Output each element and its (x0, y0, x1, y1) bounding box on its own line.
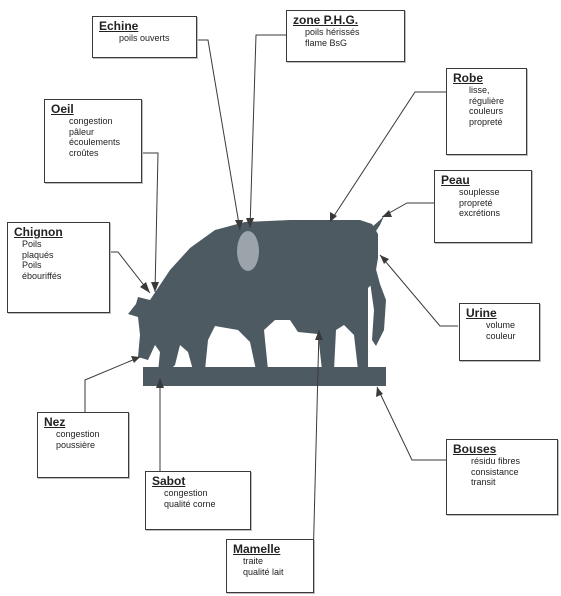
robe-title: Robe (453, 71, 483, 85)
peau-item: souplesse (459, 187, 500, 197)
arrowhead-bouses (376, 387, 383, 397)
bouses-items: résidu fibres consistance transit (447, 456, 557, 491)
leader-chignon (110, 251, 151, 294)
bouses-item: résidu fibres (471, 456, 521, 466)
leader-oeil (141, 152, 159, 293)
leader-nez (84, 356, 141, 412)
mamelle-box: Mamelle traite qualité lait (226, 539, 314, 593)
arrowhead-robe (330, 212, 337, 222)
chignon-item: Poils (22, 239, 42, 249)
leader-robe (329, 91, 446, 223)
bouses-item: transit (471, 477, 496, 487)
nez-item: poussière (56, 439, 96, 450)
cow-silhouette (128, 216, 386, 375)
echine-item: poils ouverts (119, 33, 170, 43)
leader-urine (379, 254, 458, 327)
echine-box: Echine poils ouverts (92, 16, 197, 58)
arrowhead-mamelle (315, 330, 323, 340)
oeil-item: pâleur (69, 126, 95, 137)
robe-box: Robe lisse, régulière couleurs propreté (446, 68, 527, 155)
sabot-item: qualité corne (164, 498, 216, 509)
arrowhead-echine (235, 220, 243, 230)
peau-items: souplesse propreté excrétions (435, 187, 531, 222)
bouses-title: Bouses (453, 442, 497, 456)
zone-phg-box: zone P.H.G. poils hérissés flame BsG (286, 10, 405, 62)
arrowhead-nez (131, 356, 140, 363)
leader-lines (84, 34, 458, 566)
urine-item: couleur (486, 330, 516, 341)
urine-item: volume (486, 320, 516, 330)
mamelle-title: Mamelle (233, 542, 281, 556)
robe-item: lisse, (469, 85, 490, 95)
robe-item: régulière (469, 95, 505, 106)
chignon-item: ébouriffés (22, 270, 62, 281)
peau-box: Peau souplesse propreté excrétions (434, 170, 532, 243)
leader-peau (381, 202, 434, 218)
arrowhead-peau (382, 210, 392, 217)
nez-item: congestion (56, 429, 100, 439)
oeil-item: congestion (69, 116, 113, 126)
nez-items: congestion poussière (38, 429, 128, 453)
arrowhead-zone-phg (246, 218, 254, 228)
oeil-title: Oeil (51, 102, 74, 116)
robe-item: couleurs (469, 106, 504, 116)
arrowhead-chignon (140, 282, 150, 293)
leader-echine (196, 39, 241, 231)
sabot-items: congestion qualité corne (146, 488, 250, 512)
bouses-box: Bouses résidu fibres consistance transit (446, 439, 558, 515)
zone-phg-item: poils hérissés (305, 27, 360, 37)
zone-phg-marker (237, 231, 259, 271)
sabot-item: congestion (164, 488, 208, 498)
arrowhead-oeil (151, 282, 159, 292)
bouses-item: consistance (471, 466, 519, 477)
leader-bouses (376, 386, 446, 461)
nez-box: Nez congestion poussière (37, 412, 129, 478)
echine-title: Echine (99, 19, 139, 33)
chignon-item: plaqués (22, 249, 54, 260)
ground-bar (143, 367, 386, 386)
peau-title: Peau (441, 173, 470, 187)
urine-items: volume couleur (460, 320, 539, 344)
sabot-title: Sabot (152, 474, 186, 488)
oeil-items: congestion pâleur écoulements croûtes (45, 116, 141, 161)
echine-items: poils ouverts (93, 33, 196, 47)
zone-phg-title: zone P.H.G. (293, 13, 359, 27)
leader-zone-phg (249, 34, 286, 229)
mamelle-item: qualité lait (243, 566, 284, 577)
zone-phg-items: poils hérissés flame BsG (287, 27, 404, 51)
chignon-box: Chignon Poils plaqués Poils ébouriffés (7, 222, 110, 313)
arrowhead-urine (380, 255, 389, 264)
chignon-items: Poils plaqués Poils ébouriffés (8, 239, 109, 284)
zone-phg-item: flame BsG (305, 37, 348, 48)
mamelle-item: traite (243, 556, 264, 566)
chignon-title: Chignon (14, 225, 63, 239)
sabot-box: Sabot congestion qualité corne (145, 471, 251, 530)
oeil-item: croûtes (69, 147, 99, 158)
nez-title: Nez (44, 415, 66, 429)
chignon-item: Poils (22, 260, 42, 270)
peau-item: propreté (459, 197, 493, 208)
arrowhead-sabot (156, 378, 164, 388)
oeil-box: Oeil congestion pâleur écoulements croût… (44, 99, 142, 183)
leader-mamelle (312, 329, 320, 566)
arrowheads (131, 210, 392, 397)
peau-item: excrétions (459, 208, 501, 218)
mamelle-items: traite qualité lait (227, 556, 313, 580)
robe-item: propreté (469, 116, 503, 127)
urine-title: Urine (466, 306, 497, 320)
robe-items: lisse, régulière couleurs propreté (447, 85, 526, 130)
urine-box: Urine volume couleur (459, 303, 540, 361)
oeil-item: écoulements (69, 137, 121, 147)
